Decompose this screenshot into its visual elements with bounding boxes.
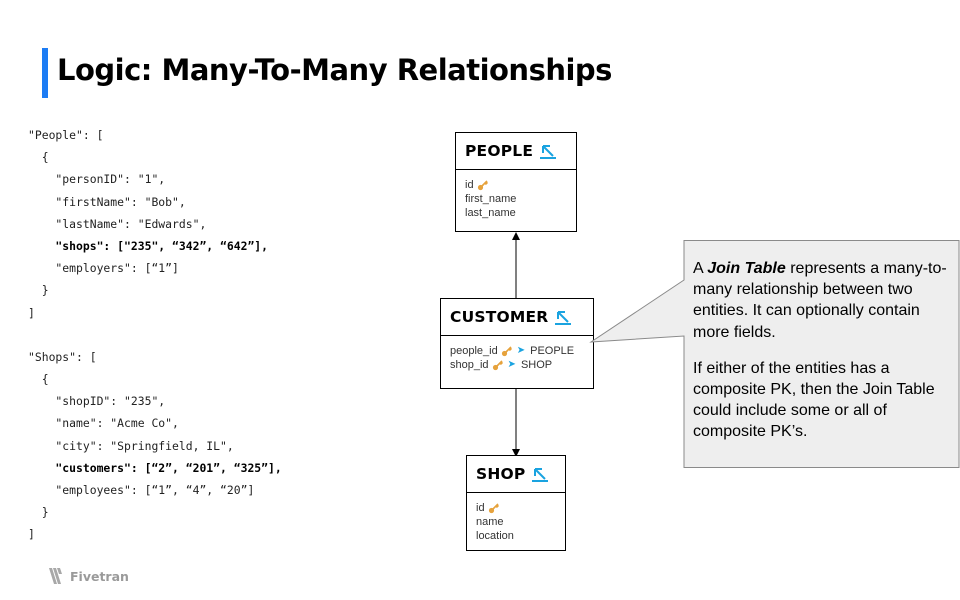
field-name: last_name (465, 207, 516, 219)
json-code-block: "People": [ { "personID": "1", "firstNam… (28, 124, 282, 546)
callout-paragraph-2: If either of the entities has a composit… (693, 359, 935, 441)
field-row: last_name (465, 206, 567, 220)
people-entity-header: PEOPLE (456, 133, 576, 170)
field-row: name (476, 515, 556, 529)
field-name: id (476, 502, 485, 514)
field-name: shop_id (450, 359, 489, 371)
page-title: Logic: Many-To-Many Relationships (57, 53, 612, 87)
shop-entity[interactable]: SHOP id name location (466, 455, 566, 551)
key-icon (492, 359, 503, 371)
code-line: } (28, 505, 49, 520)
code-line: "personID": "1", (28, 172, 166, 187)
callout-paragraph-1: A Join Table represents a many-to-many r… (693, 260, 947, 341)
field-name: id (465, 179, 474, 191)
code-line: "employers": [“1”] (28, 261, 179, 276)
fivetran-logo: Fivetran (48, 567, 129, 585)
open-link-icon[interactable] (539, 142, 557, 160)
field-ref: PEOPLE (530, 345, 575, 357)
open-link-icon[interactable] (554, 308, 572, 326)
fk-field-row: people_id ➤ PEOPLE (450, 344, 584, 358)
field-name: first_name (465, 193, 517, 205)
shop-entity-name: SHOP (476, 465, 526, 483)
customer-entity[interactable]: CUSTOMER people_id ➤ PEOPLE shop_id ➤ SHOP (440, 298, 594, 389)
people-entity[interactable]: PEOPLE id first_name last_name (455, 132, 577, 232)
shop-entity-header: SHOP (467, 456, 565, 493)
people-entity-name: PEOPLE (465, 142, 534, 160)
code-line: "name": "Acme Co", (28, 416, 179, 431)
fivetran-logo-icon (49, 568, 62, 584)
field-row: id (465, 178, 567, 192)
field-row: location (476, 529, 556, 543)
code-line: ] (28, 527, 35, 542)
code-line: "employees": [“1”, “4”, “20”] (28, 483, 255, 497)
field-name: people_id (450, 345, 498, 357)
code-line: "firstName": "Bob", (28, 194, 186, 209)
code-line: "People": [ (28, 128, 104, 142)
join-table-term: Join Table (707, 260, 786, 277)
callout-box (589, 240, 960, 468)
code-line: ] (28, 305, 35, 320)
code-line: "lastName": "Edwards", (28, 216, 207, 231)
foreign-key-arrow-icon: ➤ (516, 345, 526, 356)
code-line: { (28, 372, 49, 387)
code-line: "shopID": "235", (28, 394, 166, 409)
key-icon (501, 345, 512, 357)
customer-entity-name: CUSTOMER (450, 308, 549, 326)
field-name: location (476, 530, 514, 542)
customer-entity-header: CUSTOMER (441, 299, 593, 336)
callout-text: A Join Table represents a many-to-many r… (693, 258, 955, 458)
key-icon (488, 502, 499, 514)
code-line: } (28, 283, 49, 298)
field-ref: SHOP (520, 359, 553, 371)
field-row: first_name (465, 192, 567, 206)
code-line: "Shops": [ (28, 349, 97, 364)
fivetran-logo-text: Fivetran (70, 568, 129, 584)
title-accent-bar (42, 48, 48, 98)
code-line: "customers": [“2”, “201”, “325”], (28, 460, 282, 475)
code-line: { (28, 150, 49, 165)
code-line: "city": "Springfield, IL", (28, 438, 234, 453)
open-link-icon[interactable] (531, 465, 549, 483)
foreign-key-arrow-icon: ➤ (507, 359, 516, 370)
key-icon (477, 179, 488, 191)
field-row: id (476, 501, 556, 515)
field-name: name (476, 516, 504, 528)
code-line: "shops": ["235", “342”, “642”], (28, 238, 269, 253)
fk-field-row: shop_id ➤ SHOP (450, 358, 584, 372)
